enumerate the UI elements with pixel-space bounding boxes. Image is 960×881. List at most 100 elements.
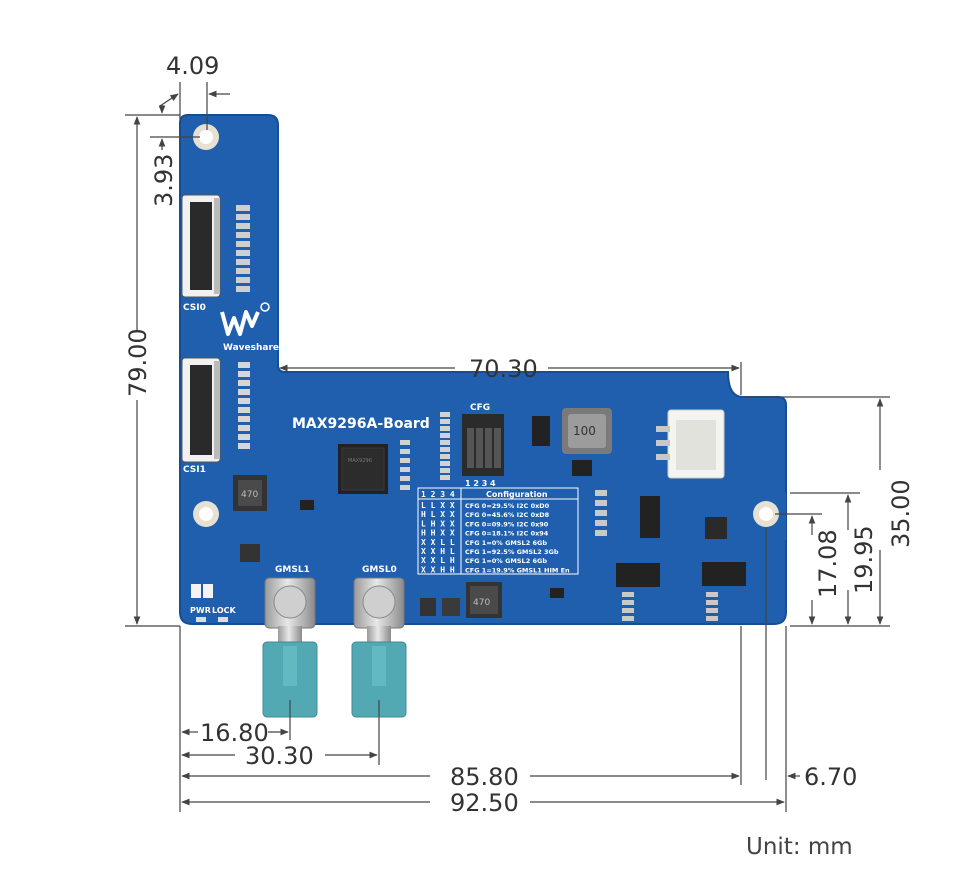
power-inductor: 100 [562, 408, 612, 454]
smd-component [236, 268, 250, 274]
smd-component [550, 588, 564, 598]
config-header-title: Configuration [486, 490, 548, 499]
dim-right-hole-y: 17.08 [814, 529, 842, 598]
config-row-desc: CFG 1=19.9% GMSL1 HIM En [465, 566, 570, 574]
dim-total-width: 92.50 [450, 789, 519, 817]
inductor-left: 470 [233, 475, 267, 511]
config-row-pins: H H X X [421, 529, 455, 538]
config-row-pins: X X H L [421, 547, 455, 556]
status-leds [191, 584, 228, 622]
lock-label: LOCK [212, 606, 236, 615]
smd-component [236, 232, 250, 238]
config-row-desc: CFG 1=92.5% GMSL2 3Gb [465, 548, 559, 556]
smd-component [400, 485, 410, 490]
smd-component [236, 214, 250, 220]
config-row-pins: X X H H [421, 565, 455, 574]
smd-component [440, 475, 450, 480]
smd-component [238, 434, 250, 440]
svg-text:470: 470 [241, 490, 258, 500]
smd-component [595, 530, 607, 536]
smd-component [400, 476, 410, 481]
smd-component [238, 425, 250, 431]
smd-component [236, 250, 250, 256]
config-row-pins: L H X X [421, 519, 455, 528]
config-row-desc: CFG 0=18.1% I2C 0x94 [465, 530, 549, 538]
smd-component [400, 449, 410, 454]
mounting-holes [193, 124, 779, 527]
cfg-label: CFG [470, 403, 490, 413]
dim-upper-width: 70.30 [469, 355, 538, 383]
config-row-pins: X X L L [421, 538, 455, 547]
csi0-label: CSI0 [183, 303, 206, 313]
smd-component [595, 510, 607, 516]
smd-component [440, 433, 450, 438]
smd-component [236, 277, 250, 283]
config-header-cols: 1 2 3 4 [421, 490, 455, 499]
smd-component [238, 371, 250, 377]
smd-component [595, 520, 607, 526]
smd-component [442, 598, 460, 616]
smd-component [622, 592, 634, 597]
config-row-desc: CFG 0=29.5% I2C 0xD0 [465, 502, 550, 510]
config-row-desc: CFG 1=0% GMSL2 6Gb [465, 557, 547, 565]
dim-gmsl1-x: 16.80 [200, 719, 269, 747]
smd-component [440, 454, 450, 459]
smd-component [300, 500, 314, 510]
smd-component [706, 600, 718, 605]
smd-component [440, 426, 450, 431]
smd-component [595, 490, 607, 496]
config-row-pins: H L X X [421, 510, 455, 519]
config-row-desc: CFG 0=45.6% I2C 0xD8 [465, 511, 550, 519]
smd-component [706, 592, 718, 597]
dim-gmsl0-x: 30.30 [245, 742, 314, 770]
smd-component [706, 616, 718, 621]
switch-numbers: 1 2 3 4 [465, 479, 496, 488]
smd-component [238, 380, 250, 386]
smd-component [440, 461, 450, 466]
smd-component [440, 419, 450, 424]
pwr-label: PWR [190, 606, 211, 615]
power-connector [656, 409, 725, 479]
inductor-bottom: 470 [466, 582, 502, 618]
config-row-desc: CFG 1=0% GMSL2 6Gb [465, 539, 547, 547]
smd-component [240, 544, 260, 562]
svg-text:100: 100 [573, 424, 596, 438]
smd-component [236, 241, 250, 247]
dimension-lines [125, 82, 890, 812]
pcb-outline [179, 114, 787, 625]
gmsl1-connector [262, 577, 318, 718]
dim-hole-offset-x: 4.09 [166, 52, 219, 80]
smd-component [238, 398, 250, 404]
gmsl1-label: GMSL1 [275, 565, 310, 575]
waveshare-logo-icon [220, 302, 270, 336]
smd-component [440, 440, 450, 445]
smd-component [238, 416, 250, 422]
config-row-pins: X X L H [421, 556, 455, 565]
dim-right-hole-x: 85.80 [450, 763, 519, 791]
csi1-label: CSI1 [183, 465, 206, 475]
dim-hole-offset-y: 3.93 [150, 154, 178, 207]
gmsl0-label: GMSL0 [362, 565, 397, 575]
dim-right-edge-offset: 6.70 [804, 763, 857, 791]
brand-label: Waveshare [223, 343, 279, 353]
ic-components-right [532, 416, 746, 587]
csi0-connector [181, 194, 221, 298]
svg-text:MAX9296: MAX9296 [348, 458, 372, 464]
smd-component [622, 600, 634, 605]
smd-component [622, 616, 634, 621]
max9296a-chip: MAX9296 [338, 444, 388, 494]
gmsl0-connector [351, 577, 407, 718]
passive-components-left [236, 205, 718, 621]
smd-component [440, 447, 450, 452]
config-row-desc: CFG 0=09.9% I2C 0x90 [465, 520, 549, 528]
smd-component [236, 223, 250, 229]
smd-component [400, 467, 410, 472]
smd-component [238, 407, 250, 413]
smd-component [400, 440, 410, 445]
unit-label: Unit: mm [746, 834, 853, 860]
dim-lower-height: 35.00 [887, 479, 915, 548]
smd-component [238, 443, 250, 449]
board-name: MAX9296A-Board [292, 416, 430, 432]
